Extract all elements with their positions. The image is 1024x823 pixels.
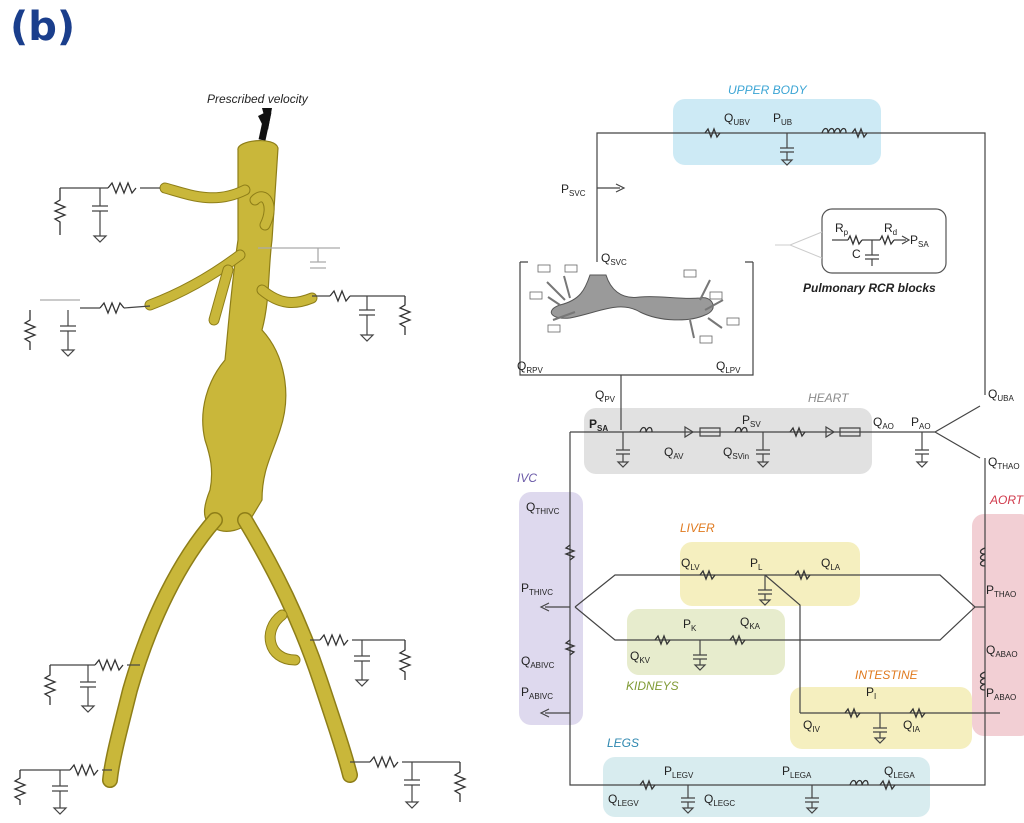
region-kidneys: [627, 609, 785, 675]
pulmonary-model: [530, 265, 739, 343]
node-label-qlpv: QLPV: [716, 359, 741, 375]
region-intestine: [790, 687, 972, 749]
rcr-label-c: C: [852, 247, 861, 261]
node-label-qsvc: QSVC: [601, 251, 627, 267]
region-aorta: [972, 514, 1024, 736]
node-label-qao: QAO: [873, 415, 894, 431]
region-legs: [603, 757, 930, 817]
region-title-kidneys: KIDNEYS: [626, 679, 679, 693]
psvc-tap: [597, 184, 624, 192]
region-title-liver: LIVER: [680, 521, 715, 535]
aorta-model: Prescribed velocity: [15, 92, 465, 814]
rcr-mid-right: [258, 248, 410, 341]
subclavian-right: [262, 290, 312, 303]
region-title-upper-body: UPPER BODY: [728, 83, 808, 97]
pulmonary-caption: Pulmonary RCR blocks: [803, 281, 936, 295]
rcr-mid-left: [25, 300, 150, 356]
region-title-ivc: IVC: [517, 471, 537, 485]
rcr-upper-left: [55, 183, 160, 242]
rcr-bottom-left: [15, 765, 112, 814]
left-iliac-o: [110, 520, 215, 780]
node-label-psvc: PSVC: [561, 182, 586, 198]
region-title-aorta: AORT: [989, 493, 1024, 507]
node-label-qpv: QPV: [595, 388, 616, 404]
node-label-quba: QUBA: [988, 387, 1014, 403]
rcr-bottom-right: [350, 757, 465, 808]
region-title-legs: LEGS: [607, 736, 639, 750]
region-liver: [680, 542, 860, 606]
lpn-diagram: UPPER BODY HEART IVC AORT LIVER KIDNEYS …: [517, 83, 1024, 817]
node-label-qrpv: QRPV: [517, 359, 543, 375]
prescribed-velocity-label: Prescribed velocity: [207, 92, 309, 106]
node-label-pao: PAO: [911, 415, 931, 431]
region-title-heart: HEART: [808, 391, 850, 405]
region-upper-body: [673, 99, 881, 165]
region-title-intestine: INTESTINE: [855, 668, 919, 682]
node-label-qthao: QTHAO: [988, 455, 1020, 471]
right-iliac: [245, 520, 350, 775]
rcr-callout: [775, 232, 822, 258]
left-iliac: [110, 520, 215, 780]
region-heart: [584, 408, 872, 474]
